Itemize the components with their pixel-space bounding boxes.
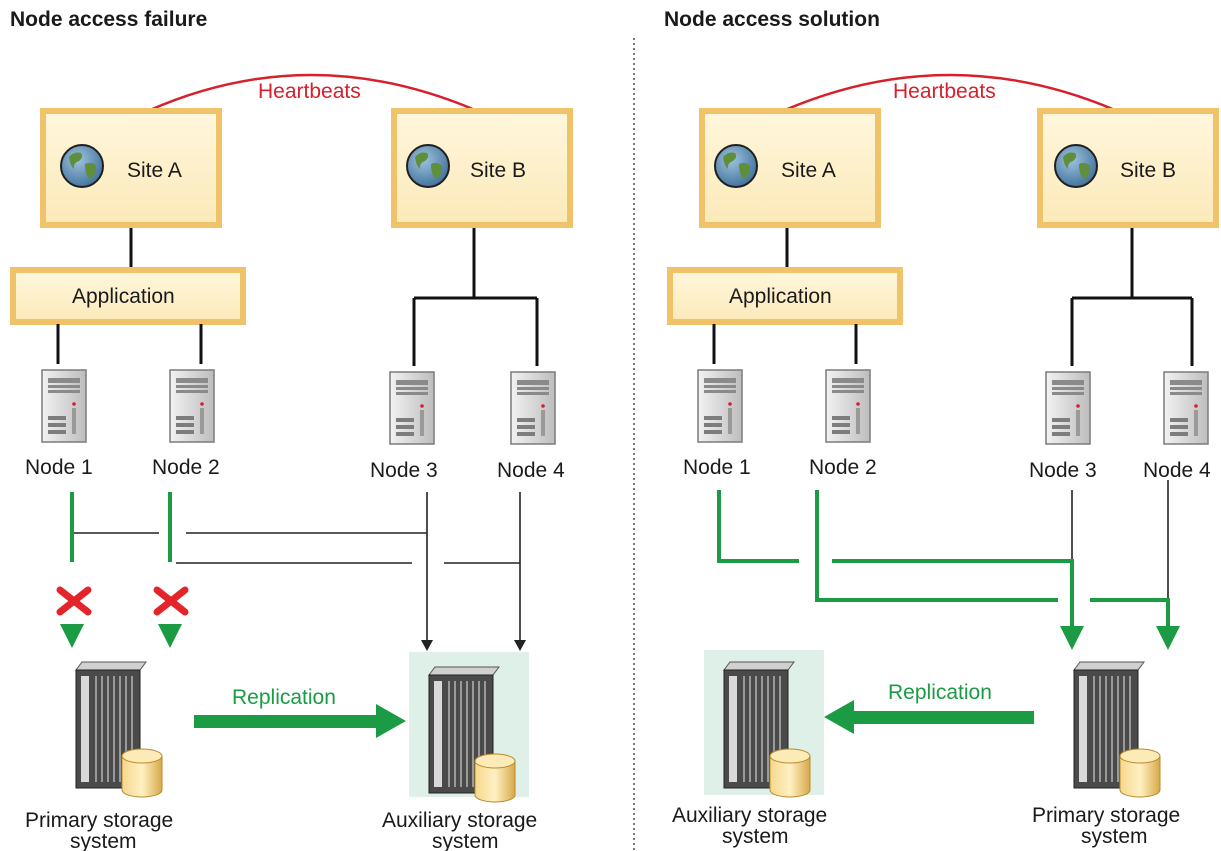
left-panel-title: Node access failure — [10, 8, 207, 31]
globe-icon — [1054, 144, 1098, 188]
site-a-box: Site A — [43, 111, 219, 225]
storage-icon — [75, 661, 163, 798]
server-icon — [389, 371, 435, 445]
site-b-label: Site B — [470, 159, 526, 182]
replication-label: Replication — [888, 681, 992, 704]
node-1-label: Node 1 — [683, 456, 751, 479]
server-icon — [510, 371, 556, 445]
node-2 — [825, 369, 871, 443]
node-3-label: Node 3 — [370, 459, 438, 482]
site-a-box: Site A — [702, 111, 878, 225]
failed-paths — [70, 492, 172, 562]
storage-icon — [1073, 661, 1161, 798]
heartbeat-arc — [149, 73, 476, 112]
site-a-label: Site A — [127, 159, 182, 182]
auxiliary-storage-label: Auxiliary storage — [382, 809, 537, 832]
right-panel-title: Node access solution — [664, 8, 880, 31]
primary-storage — [75, 661, 163, 798]
application-label: Application — [729, 285, 832, 308]
node-4 — [1163, 371, 1209, 445]
node-3 — [1045, 371, 1091, 445]
node-3 — [389, 371, 435, 445]
replication-label: Replication — [232, 686, 336, 709]
application-box: Application — [10, 267, 246, 325]
server-icon — [169, 369, 215, 443]
auxiliary-storage-label-2: system — [432, 830, 499, 851]
heartbeats-label: Heartbeats — [258, 80, 361, 103]
replication-arrow — [194, 715, 378, 728]
primary-storage-label: Primary storage — [25, 809, 173, 832]
primary-storage-label-2: system — [1081, 825, 1148, 848]
primary-storage-label: Primary storage — [1032, 804, 1180, 827]
site-b-box: Site B — [1040, 111, 1216, 225]
auxiliary-storage-label: Auxiliary storage — [672, 804, 827, 827]
aux-paths — [74, 492, 521, 642]
server-icon — [41, 369, 87, 443]
server-icon — [1045, 371, 1091, 445]
rerouted-paths — [717, 490, 1170, 628]
globe-icon — [406, 144, 450, 188]
site-a-label: Site A — [781, 159, 836, 182]
node-2-label: Node 2 — [809, 456, 877, 479]
server-icon — [697, 369, 743, 443]
node-1-label: Node 1 — [25, 456, 93, 479]
node-2 — [169, 369, 215, 443]
failure-x-icon — [56, 586, 92, 616]
auxiliary-storage-label-2: system — [722, 825, 789, 848]
server-icon — [825, 369, 871, 443]
node-4-label: Node 4 — [497, 459, 565, 482]
left-panel: Node access failure Heartbeats Site A Si… — [10, 8, 570, 851]
site-b-label: Site B — [1120, 159, 1176, 182]
replication-arrow — [852, 711, 1034, 724]
application-label: Application — [72, 285, 175, 308]
node-1 — [41, 369, 87, 443]
server-icon — [1163, 371, 1209, 445]
auxiliary-storage — [704, 650, 824, 798]
node-4 — [510, 371, 556, 445]
node-4-label: Node 4 — [1143, 459, 1211, 482]
failure-x-icon — [153, 586, 189, 616]
primary-storage-label-2: system — [70, 830, 137, 851]
node-2-label: Node 2 — [152, 456, 220, 479]
site-b-box: Site B — [394, 111, 570, 225]
auxiliary-storage — [409, 652, 529, 803]
right-panel: Node access solution Heartbeats Site A S… — [664, 8, 1216, 848]
globe-icon — [714, 144, 758, 188]
node-1 — [697, 369, 743, 443]
node-3-label: Node 3 — [1029, 459, 1097, 482]
primary-storage — [1073, 661, 1161, 798]
heartbeat-arc — [784, 73, 1116, 112]
globe-icon — [60, 144, 104, 188]
heartbeats-label: Heartbeats — [893, 80, 996, 103]
application-box: Application — [667, 267, 903, 325]
